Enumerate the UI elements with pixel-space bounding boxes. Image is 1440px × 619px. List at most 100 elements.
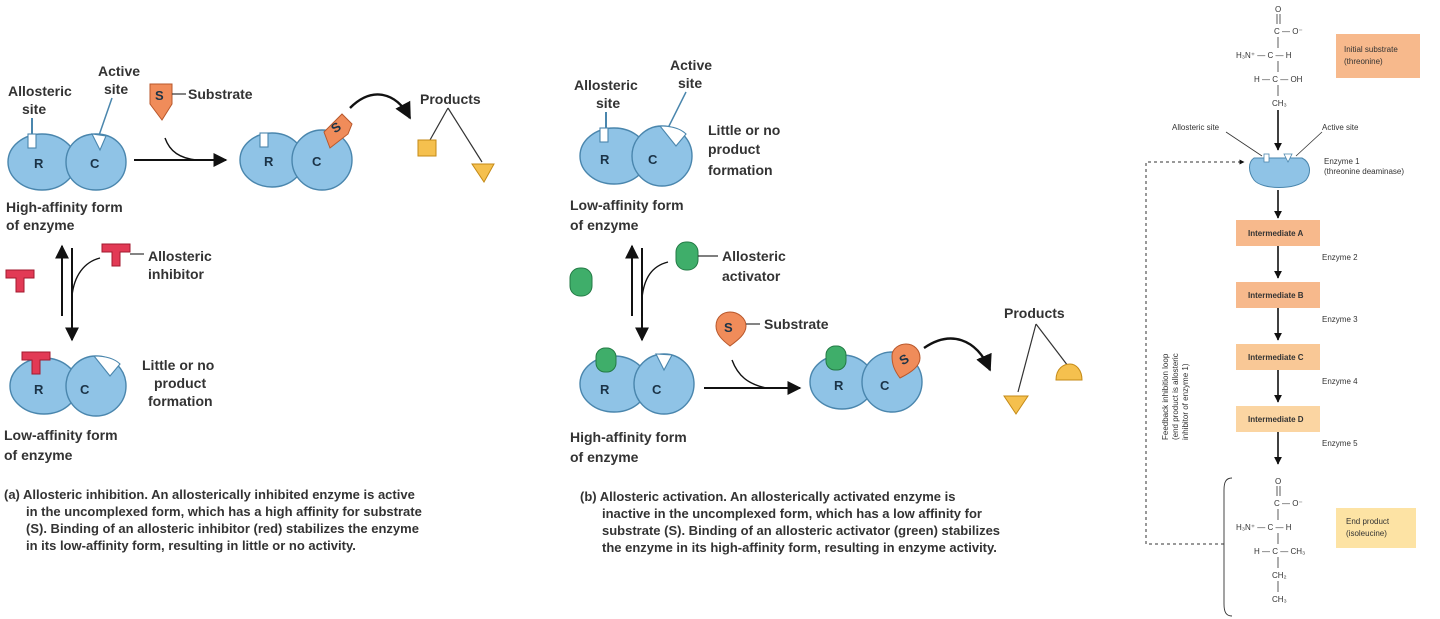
initial-substrate-box bbox=[1336, 34, 1420, 78]
a-little-label-2: product bbox=[154, 375, 206, 391]
b-enzyme-high-affinity: R C bbox=[579, 347, 695, 415]
panel-b: Allosteric site Active site R C Little o… bbox=[569, 57, 1083, 465]
a-low-affinity-label-1: Low-affinity form bbox=[4, 427, 118, 443]
feedback-label-1: Feedback inhibition loop bbox=[1161, 353, 1170, 440]
b-low-affinity-label-2: of enzyme bbox=[570, 217, 639, 233]
thr-ch3: CH₃ bbox=[1272, 99, 1287, 108]
b-complex-c-label: C bbox=[880, 378, 890, 393]
caption-b-line-1: An allosterically activated enzyme is bbox=[730, 489, 956, 504]
caption-b-line-2: inactive in the uncomplexed form, which … bbox=[602, 506, 982, 521]
enzyme-4-label: Enzyme 4 bbox=[1322, 377, 1358, 386]
b-little-label-3: formation bbox=[708, 162, 773, 178]
b-high-affinity-label-2: of enzyme bbox=[570, 449, 639, 465]
enzyme-5-label: Enzyme 5 bbox=[1322, 439, 1358, 448]
a-products-label: Products bbox=[420, 91, 481, 107]
c-allosteric-site-label: Allosteric site bbox=[1172, 123, 1220, 132]
enzyme1-label-1: Enzyme 1 bbox=[1324, 157, 1360, 166]
a-high-affinity-label-1: High-affinity form bbox=[6, 199, 123, 215]
intermediate-d-label: Intermediate D bbox=[1248, 415, 1304, 424]
panel-c: O C — O⁻ H₃N⁺ — C — H H — C — OH CH₃ Ini… bbox=[1145, 5, 1420, 617]
enzyme-2-label: Enzyme 2 bbox=[1322, 253, 1358, 262]
feedback-label: Feedback inhibition loop (end product is… bbox=[1161, 353, 1190, 440]
b-substrate-label: Substrate bbox=[764, 316, 829, 332]
intermediate-d-box bbox=[1236, 406, 1320, 432]
a-active-site-label-2: site bbox=[104, 81, 128, 97]
intermediate-c-label: Intermediate C bbox=[1248, 353, 1304, 362]
caption-a-line-4: in its low-affinity form, resulting in l… bbox=[26, 538, 356, 553]
b-enzyme-low-affinity: R C bbox=[579, 125, 693, 187]
caption-b-line-4: the enzyme in its high-affinity form, re… bbox=[602, 540, 997, 555]
intermediate-b-label: Intermediate B bbox=[1248, 291, 1304, 300]
ile-ch2: CH₂ bbox=[1272, 571, 1287, 580]
thr-h3n-c-h: H₃N⁺ — C — H bbox=[1236, 51, 1292, 60]
intermediate-a-label: Intermediate A bbox=[1248, 229, 1303, 238]
b-allosteric-site-label-1: Allosteric bbox=[574, 77, 638, 93]
end-product-box bbox=[1336, 508, 1416, 548]
caption-a-line-2: in the uncomplexed form, which has a hig… bbox=[26, 504, 422, 519]
a-active-site-label-1: Active bbox=[98, 63, 140, 79]
caption-a-line-1: An allosterically inhibited enzyme is ac… bbox=[151, 487, 415, 502]
a-allosteric-site-label-2: site bbox=[22, 101, 46, 117]
a-complex-c-label: C bbox=[312, 154, 322, 169]
a-low-c-label: C bbox=[80, 382, 90, 397]
a-allosteric-site-label-1: Allosteric bbox=[8, 83, 72, 99]
b-low-r-label: R bbox=[600, 152, 610, 167]
caption-b-head: (b) Allosteric activation. bbox=[580, 489, 727, 504]
feedback-label-2: (end product is allosteric bbox=[1171, 353, 1180, 440]
a-r-label: R bbox=[34, 156, 44, 171]
a-product-square bbox=[417, 139, 437, 157]
end-product-label-1: End product bbox=[1346, 517, 1390, 526]
b-high-c-label: C bbox=[652, 382, 662, 397]
b-high-r-label: R bbox=[600, 382, 610, 397]
intermediate-c-box bbox=[1236, 344, 1320, 370]
b-product-triangle bbox=[1003, 395, 1029, 415]
ile-ch3: CH₃ bbox=[1272, 595, 1287, 604]
caption-b: (b) Allosteric activation. An allosteric… bbox=[580, 488, 1120, 556]
threonine-structure: O C — O⁻ H₃N⁺ — C — H H — C — OH CH₃ bbox=[1236, 5, 1303, 108]
b-enzyme-substrate-complex: S R C bbox=[809, 343, 923, 413]
feedback-label-3: inhibitor of enzyme 1) bbox=[1181, 363, 1190, 440]
b-products-label: Products bbox=[1004, 305, 1065, 321]
a-inhibitor-label-2: inhibitor bbox=[148, 266, 205, 282]
b-product-semicircle bbox=[1055, 363, 1083, 381]
a-substrate-label: Substrate bbox=[188, 86, 253, 102]
b-allosteric-site-label-2: site bbox=[596, 95, 620, 111]
a-substrate: S Substrate bbox=[149, 83, 253, 121]
a-high-affinity-label-2: of enzyme bbox=[6, 217, 75, 233]
b-activator-label-1: Allosteric bbox=[722, 248, 786, 264]
c-active-site-label: Active site bbox=[1322, 123, 1359, 132]
a-allosteric-inhibitor: Allosteric inhibitor bbox=[5, 243, 212, 293]
b-substrate: S Substrate bbox=[715, 311, 829, 347]
thr-c-o: C — O⁻ bbox=[1274, 27, 1303, 36]
a-low-r-label: R bbox=[34, 382, 44, 397]
end-product-label-2: (isoleucine) bbox=[1346, 529, 1387, 538]
b-active-site-label-1: Active bbox=[670, 57, 712, 73]
b-high-affinity-label-1: High-affinity form bbox=[570, 429, 687, 445]
thr-h-c-oh: H — C — OH bbox=[1254, 75, 1303, 84]
a-product-triangle bbox=[471, 163, 495, 183]
isoleucine-structure: O C — O⁻ H₃N⁺ — C — H H — C — CH₃ CH₂ CH… bbox=[1236, 477, 1305, 604]
a-complex-r-label: R bbox=[264, 154, 274, 169]
enzyme-1-shape bbox=[1249, 153, 1310, 188]
initial-substrate-label-1: Initial substrate bbox=[1344, 45, 1398, 54]
caption-a-line-3: (S). Binding of an allosteric inhibitor … bbox=[26, 521, 419, 536]
b-allosteric-activator: Allosteric activator bbox=[569, 241, 786, 297]
panel-a: Allosteric site Active site R C S Substr… bbox=[4, 63, 495, 463]
b-low-c-label: C bbox=[648, 152, 658, 167]
a-c-label: C bbox=[90, 156, 100, 171]
intermediate-a-box bbox=[1236, 220, 1320, 246]
b-low-affinity-label-1: Low-affinity form bbox=[570, 197, 684, 213]
b-active-site-label-2: site bbox=[678, 75, 702, 91]
feedback-loop-line bbox=[1145, 159, 1245, 545]
a-low-affinity-label-2: of enzyme bbox=[4, 447, 73, 463]
b-substrate-letter: S bbox=[724, 320, 733, 335]
ile-c-o: C — O⁻ bbox=[1274, 499, 1303, 508]
a-substrate-letter: S bbox=[155, 88, 164, 103]
a-little-label-3: formation bbox=[148, 393, 213, 409]
intermediate-b-box bbox=[1236, 282, 1320, 308]
a-enzyme-substrate-complex: S R C bbox=[239, 113, 353, 191]
b-activator-label-2: activator bbox=[722, 268, 781, 284]
a-product-arrow bbox=[349, 93, 412, 120]
a-little-label-1: Little or no bbox=[142, 357, 214, 373]
